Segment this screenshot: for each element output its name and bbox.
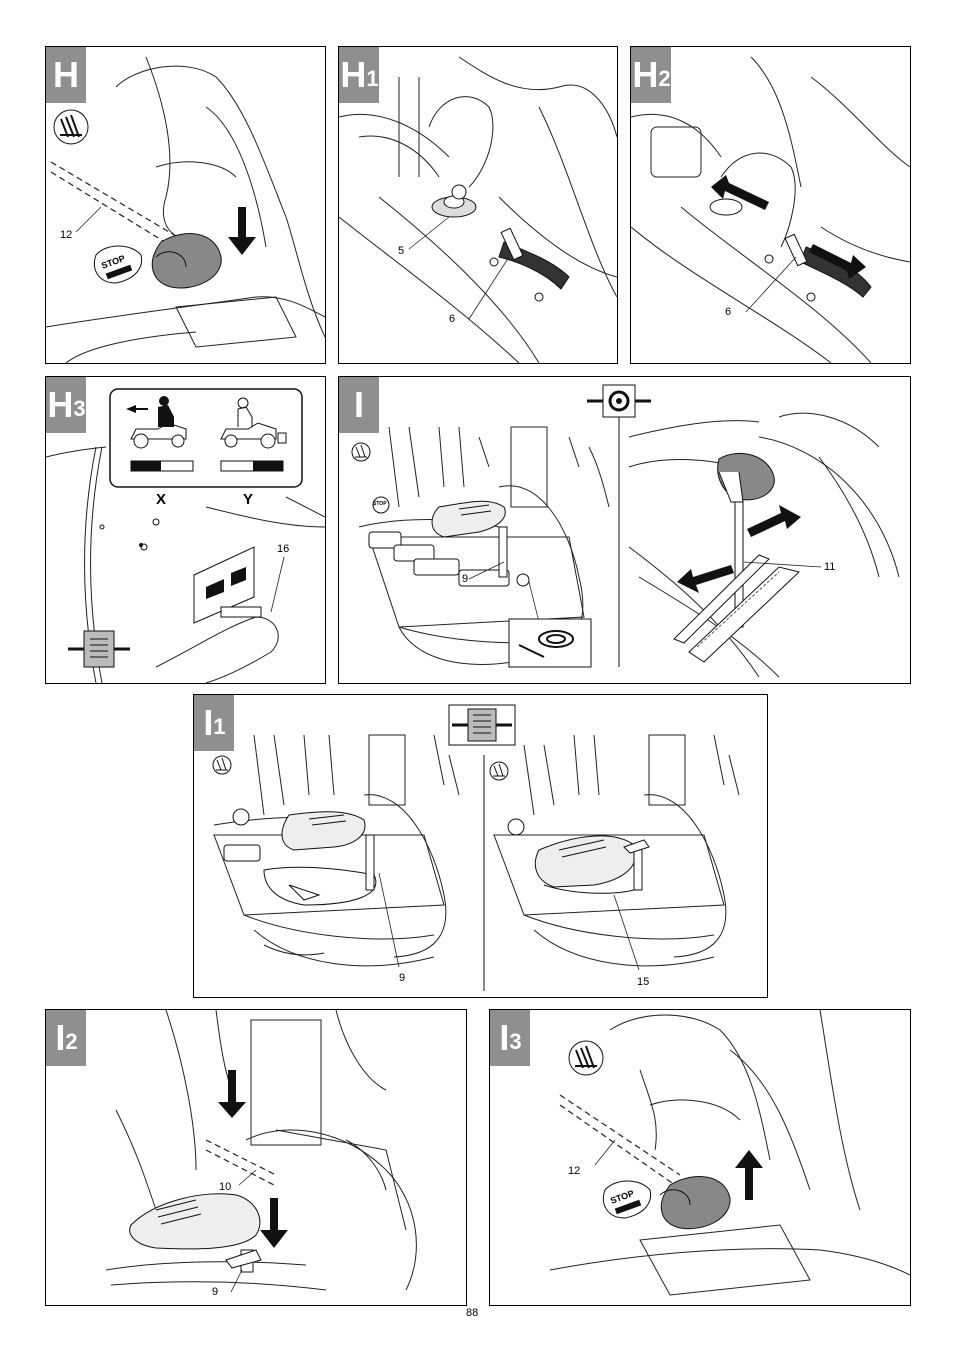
- panel-tag: I: [339, 377, 379, 433]
- throttle-lever: [489, 227, 570, 302]
- brake-pedal-icon: [351, 442, 371, 462]
- callout-16: 16: [277, 543, 290, 555]
- mode-x-label: X: [156, 491, 167, 508]
- mode-selector-diagram: [109, 388, 303, 488]
- brake-pedal-icon: [212, 755, 232, 775]
- manual-book-icon: [68, 630, 130, 668]
- callout-5: 5: [398, 245, 405, 257]
- tractor-reverse-icon: [126, 396, 187, 449]
- panel-h2-illustration: [631, 56, 910, 363]
- panel-i: I 9 11 STOP: [338, 376, 911, 684]
- callout-11: 11: [824, 561, 836, 573]
- callout-10: 10: [219, 1181, 232, 1193]
- shoe: [129, 1193, 261, 1250]
- stop-sign-icon: [507, 818, 525, 836]
- panel-tag: H: [46, 47, 86, 103]
- shoe: [281, 811, 366, 851]
- switch-position-y: [220, 460, 284, 472]
- tractor-forward-icon: [220, 397, 287, 449]
- mode-switch-panel: [193, 546, 262, 624]
- panel-i1-illustration: [212, 704, 740, 991]
- callout-9: 9: [212, 1286, 219, 1298]
- arrow-down-right: [260, 1198, 288, 1248]
- switch-position-x: [130, 460, 194, 472]
- arrow-left-down: [677, 565, 734, 593]
- parking-pedal: [365, 834, 375, 891]
- stop-sign-icon: [232, 808, 250, 826]
- callout-15: 15: [637, 976, 650, 988]
- page-number: 88: [466, 1307, 479, 1319]
- shoe: [431, 500, 506, 538]
- callout-6: 6: [449, 313, 456, 325]
- arrow-left-up: [711, 175, 769, 210]
- arrow-right-up: [747, 505, 801, 537]
- callout-6: 6: [725, 306, 732, 318]
- pedal-inset: [508, 618, 592, 668]
- callout-12: 12: [568, 1165, 581, 1177]
- callout-12: 12: [60, 229, 73, 241]
- arrow-up: [735, 1150, 763, 1200]
- panel-h1-illustration: [339, 56, 617, 363]
- brake-pedal-icon: [568, 1040, 604, 1076]
- stop-label: STOP: [373, 501, 387, 507]
- arrow-right-down: [809, 244, 866, 279]
- brake-pedal: [151, 233, 222, 289]
- gear-slot: [673, 554, 801, 663]
- arrow-down-left: [218, 1070, 246, 1118]
- gear-lever: [717, 452, 775, 628]
- parking-pedal-latched: [623, 839, 650, 891]
- throttle-lever: [764, 233, 872, 302]
- panel-h3-illustration: [46, 388, 325, 683]
- arrow-down: [228, 207, 256, 255]
- ignition-key: [431, 184, 477, 218]
- dash-knobs: [99, 518, 160, 551]
- panel-h: H 12 STOP: [45, 46, 326, 364]
- panel-i3-illustration: [549, 1010, 910, 1296]
- panel-i2-illustration: [105, 1010, 417, 1293]
- brake-pedal-released: [659, 1175, 731, 1230]
- stop-sign-icon: [93, 245, 143, 284]
- parking-pedal: [498, 526, 530, 587]
- panel-i-illustration: [351, 384, 900, 678]
- brake-pedal-icon: [489, 761, 509, 781]
- shoe-pressed: [534, 835, 637, 894]
- transmission-gear-icon: [587, 384, 651, 418]
- mode-y-label: Y: [243, 491, 254, 508]
- parking-pedal: [225, 1249, 262, 1273]
- stop-sign-icon: [372, 496, 390, 514]
- callout-9: 9: [399, 972, 406, 984]
- panel-h-illustration: [46, 56, 325, 363]
- stop-sign-icon: [602, 1180, 652, 1219]
- manual-book-icon: [448, 704, 516, 746]
- brake-pedal-icon: [53, 109, 89, 145]
- callout-9: 9: [462, 573, 469, 585]
